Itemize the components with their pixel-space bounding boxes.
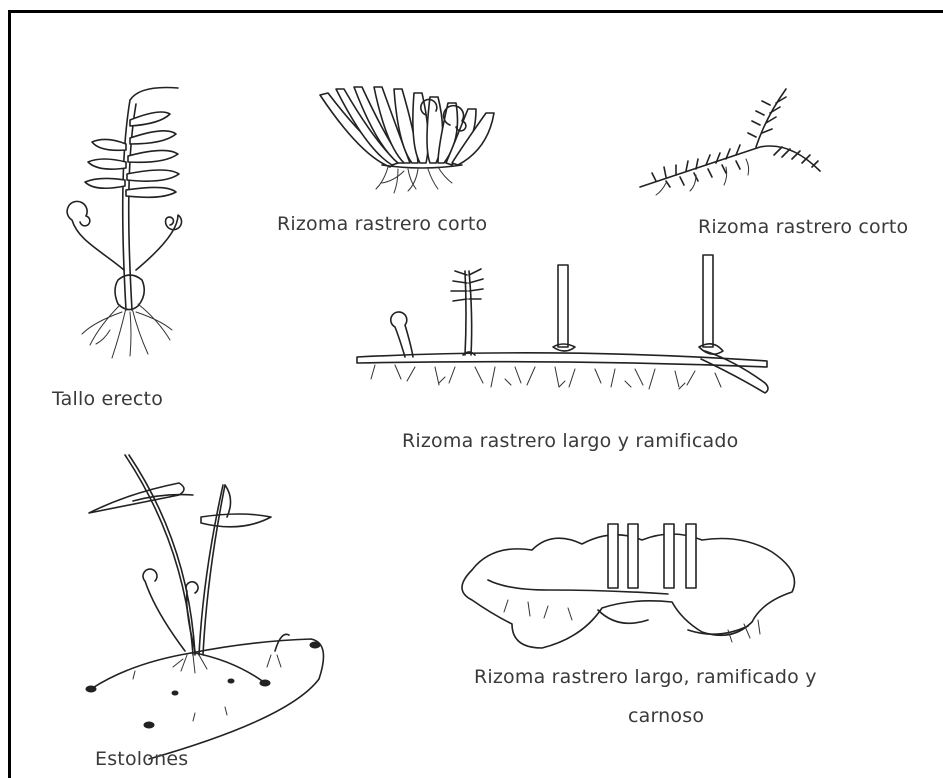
short-rhizome-illustration-b [636, 85, 828, 195]
label-erect-stem: Tallo erecto [52, 388, 163, 410]
label-short-rhizome-b: Rizoma rastrero corto [698, 216, 908, 238]
label-long-branched-rhizome: Rizoma rastrero largo y ramificado [402, 430, 738, 452]
label-stolons: Estolones [95, 748, 188, 770]
short-rhizome-illustration-a [318, 85, 498, 195]
fleshy-rhizome-illustration [468, 520, 808, 660]
long-branched-rhizome-illustration [355, 255, 785, 405]
stolons-illustration [75, 455, 335, 735]
label-fleshy-rhizome-line2: carnoso [628, 705, 704, 727]
erect-stem-illustration [60, 80, 210, 370]
label-fleshy-rhizome-line1: Rizoma rastrero largo, ramificado y [474, 666, 817, 688]
label-short-rhizome-a: Rizoma rastrero corto [277, 213, 487, 235]
